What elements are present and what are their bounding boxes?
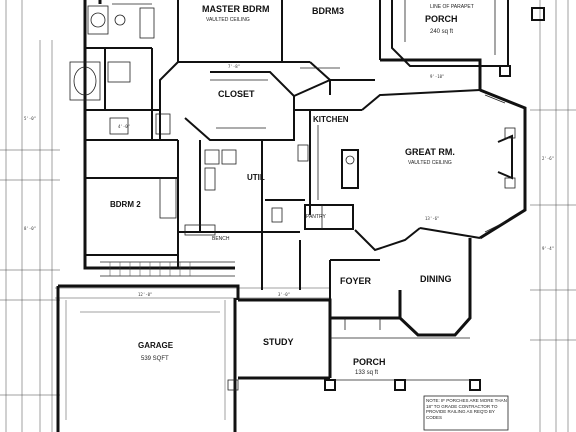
master-bath (69, 3, 178, 141)
bench-label: BENCH (212, 236, 230, 242)
pantry-label: PANTRY (306, 214, 326, 220)
garage-interior (65, 300, 226, 420)
closet-label: CLOSET (218, 89, 255, 99)
master-bdrm-label: MASTER BDRM (202, 4, 270, 14)
garage-area: 539 SQFT (141, 356, 169, 362)
garage-label: GARAGE (138, 341, 174, 350)
right-dimension-lines (530, 0, 576, 432)
note-box (423, 395, 509, 431)
kitchen (297, 110, 359, 230)
dimension-label: 3'-0" (278, 292, 290, 297)
closet-wing (159, 61, 375, 141)
porch-front-label: PORCH (353, 357, 386, 367)
great-room (354, 89, 516, 252)
dimension-label: 7'-8" (228, 64, 240, 69)
great-rm-label: GREAT RM. (405, 147, 455, 157)
bottom-note-container: NOTE: IF PORCHES ARE MORE THAN 18" TO GR… (426, 398, 507, 420)
bedroom-2 (85, 140, 179, 268)
porch-front-area: 133 sq ft (355, 370, 378, 376)
dimension-label: 5'-0" (24, 116, 36, 121)
top-porch (391, 0, 545, 77)
dimension-label: 8'-0" (24, 226, 36, 231)
util-label: UTIL (247, 173, 265, 182)
dimension-label: 9'-10" (430, 74, 444, 79)
dimension-label: 4'-0" (118, 124, 130, 129)
foyer-label: FOYER (340, 276, 372, 286)
exterior-walls (56, 0, 527, 432)
utility (178, 140, 305, 233)
dimension-label: 2'-6" (542, 156, 554, 161)
dimension-label: 12'-0" (138, 292, 152, 297)
bdrm3-label: BDRM3 (312, 6, 344, 16)
master-ceiling-label: VAULTED CEILING (206, 17, 250, 23)
porch-top-area: 240 sq ft (430, 29, 453, 35)
porch-top-label: PORCH (425, 14, 458, 24)
dimension-label: 13'-6" (425, 216, 439, 221)
bottom-note: NOTE: IF PORCHES ARE MORE THAN 18" TO GR… (426, 398, 507, 420)
foyer (329, 259, 381, 330)
dimension-labels: 7'-8" 9'-10" 4'-0" 13'-6" 5'-0" 8'-0" 2'… (24, 64, 554, 297)
front-porch (227, 337, 481, 391)
stair-hall (100, 224, 301, 290)
study-label: STUDY (263, 337, 294, 347)
great-ceiling-label: VAULTED CEILING (408, 160, 452, 166)
dining-label: DINING (420, 274, 452, 284)
bdrm2-label: BDRM 2 (110, 200, 141, 209)
room-labels: MASTER BDRM VAULTED CEILING BDRM3 PORCH … (110, 4, 458, 376)
dimension-label: 9'-4" (542, 246, 554, 251)
top-note: LINE OF PARAPET (430, 4, 474, 10)
kitchen-label: KITCHEN (313, 115, 349, 124)
left-dimension-lines (0, 0, 60, 432)
